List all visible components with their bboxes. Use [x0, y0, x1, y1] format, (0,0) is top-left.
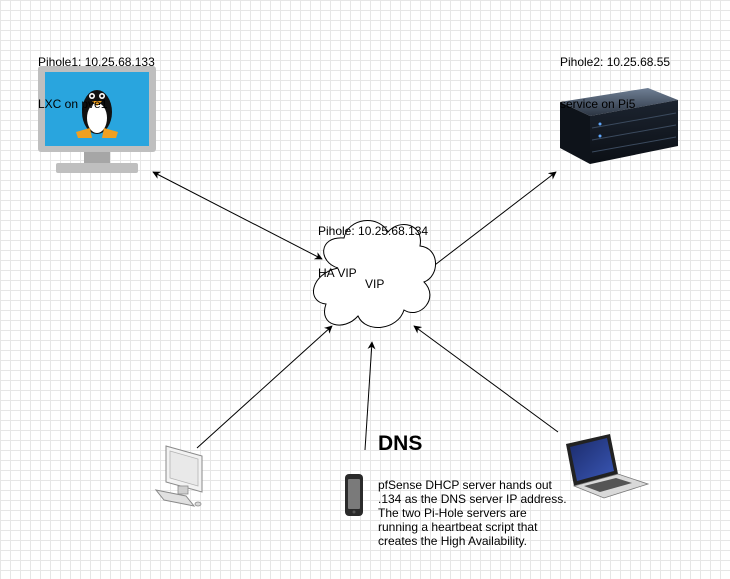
vip-address: Pihole: 10.25.68.134 [318, 224, 429, 238]
dns-title: DNS [378, 432, 423, 455]
pihole2-label: Pihole2: 10.25.68.55 service on Pi5 [560, 27, 670, 125]
pihole1-address: Pihole1: 10.25.68.133 [38, 55, 155, 69]
connector-pihole1-vip [152, 171, 323, 260]
vip-cloud-label: VIP [365, 277, 385, 291]
laptop-icon [566, 434, 650, 499]
connector-pihole2-vip [426, 171, 557, 272]
desktop-computer-icon [154, 445, 203, 507]
linux-monitor-icon [38, 66, 156, 173]
connector-laptop-vip [413, 325, 559, 433]
connector-phone-vip [364, 341, 376, 451]
pihole2-address: Pihole2: 10.25.68.55 [560, 55, 671, 69]
connector-desktop-vip [196, 325, 333, 449]
vip-cloud-icon [313, 220, 436, 328]
rack-server-icon [560, 88, 678, 164]
pihole1-host: LXC on pve1 [38, 97, 108, 111]
dns-description: pfSense DHCP server hands out .134 as th… [378, 478, 567, 548]
pihole1-label: Pihole1: 10.25.68.133 LXC on pve1 [38, 27, 155, 125]
connectors [152, 171, 559, 451]
pihole2-host: service on Pi5 [560, 97, 636, 111]
mobile-phone-icon [345, 474, 363, 516]
vip-label: Pihole: 10.25.68.134 HA VIP [318, 196, 428, 294]
vip-description: HA VIP [318, 266, 357, 280]
